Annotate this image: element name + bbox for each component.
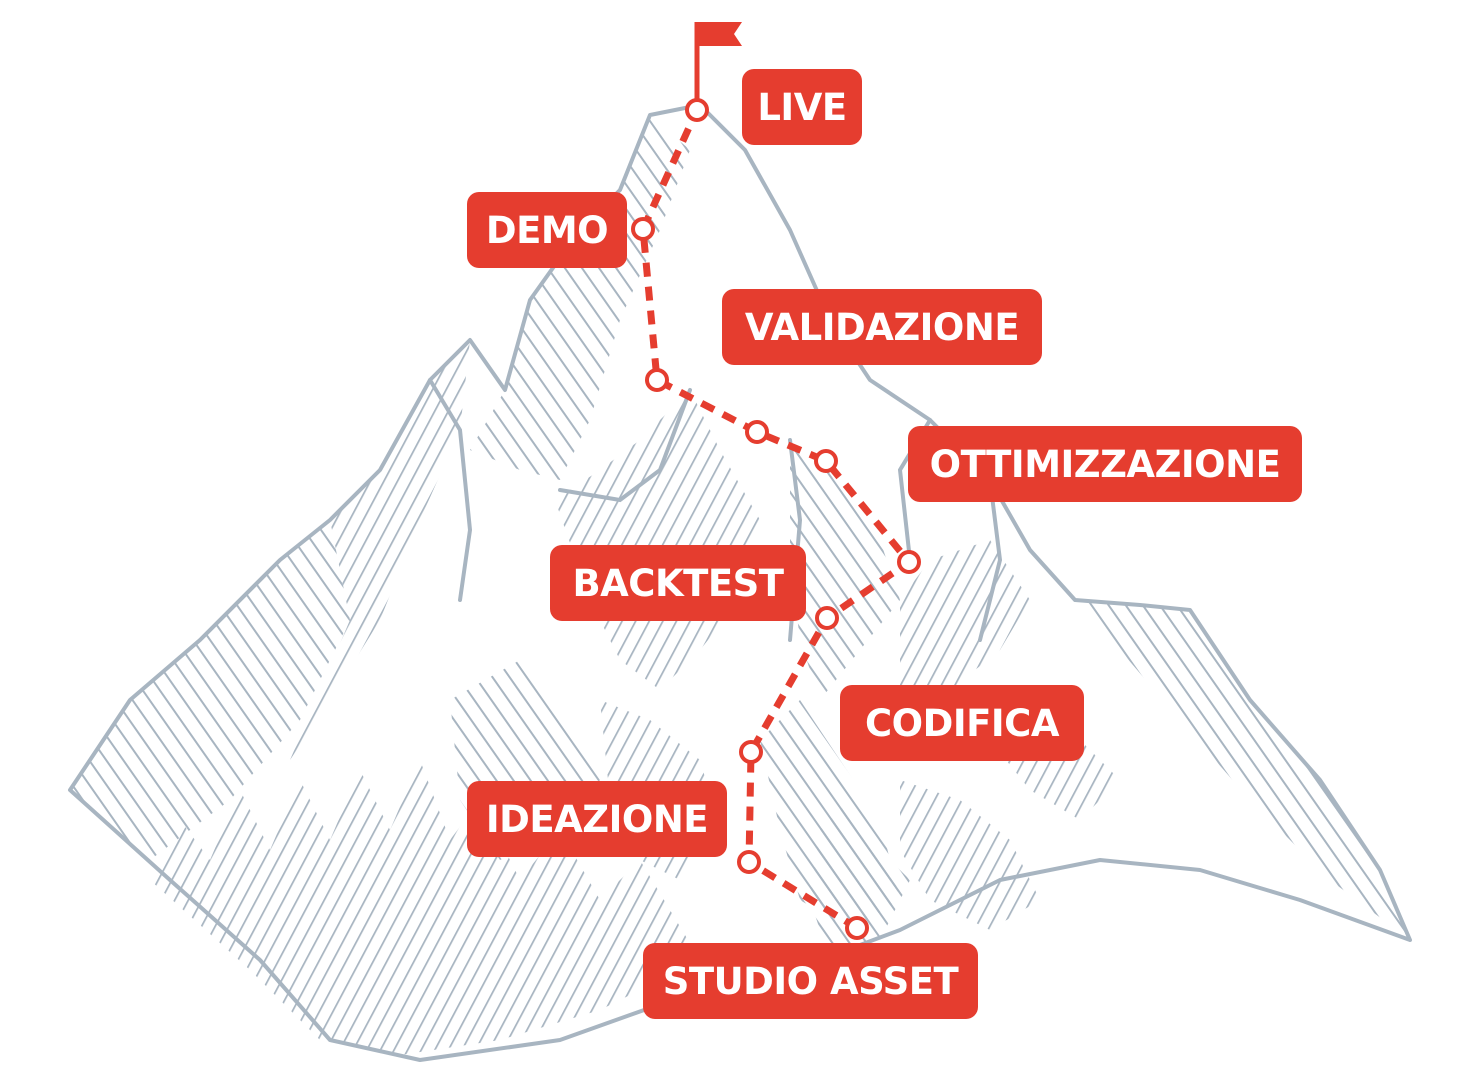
waypoint-ideazione <box>737 850 761 874</box>
waypoint-ottimizzazione <box>897 550 921 574</box>
waypoint-backtest <box>815 606 839 630</box>
waypoint-codifica <box>739 740 763 764</box>
waypoint-studio-asset <box>845 916 869 940</box>
step-label-ideazione: IDEAZIONE <box>467 781 727 857</box>
step-label-studio-asset: STUDIO ASSET <box>643 943 978 1019</box>
waypoint-validazione-b <box>814 449 838 473</box>
route-waypoints <box>631 98 921 940</box>
waypoint-live <box>685 98 709 122</box>
route-dashed-path <box>639 108 913 931</box>
step-label-live: LIVE <box>742 69 862 145</box>
waypoint-validazione-a <box>745 420 769 444</box>
step-label-validazione: VALIDAZIONE <box>722 289 1042 365</box>
step-label-codifica: CODIFICA <box>840 685 1084 761</box>
step-label-demo: DEMO <box>467 192 627 268</box>
summit-flag-icon <box>694 22 742 100</box>
waypoint-mid <box>645 368 669 392</box>
step-label-ottimizzazione: OTTIMIZZAZIONE <box>908 426 1302 502</box>
waypoint-demo <box>631 217 655 241</box>
step-label-backtest: BACKTEST <box>550 545 806 621</box>
